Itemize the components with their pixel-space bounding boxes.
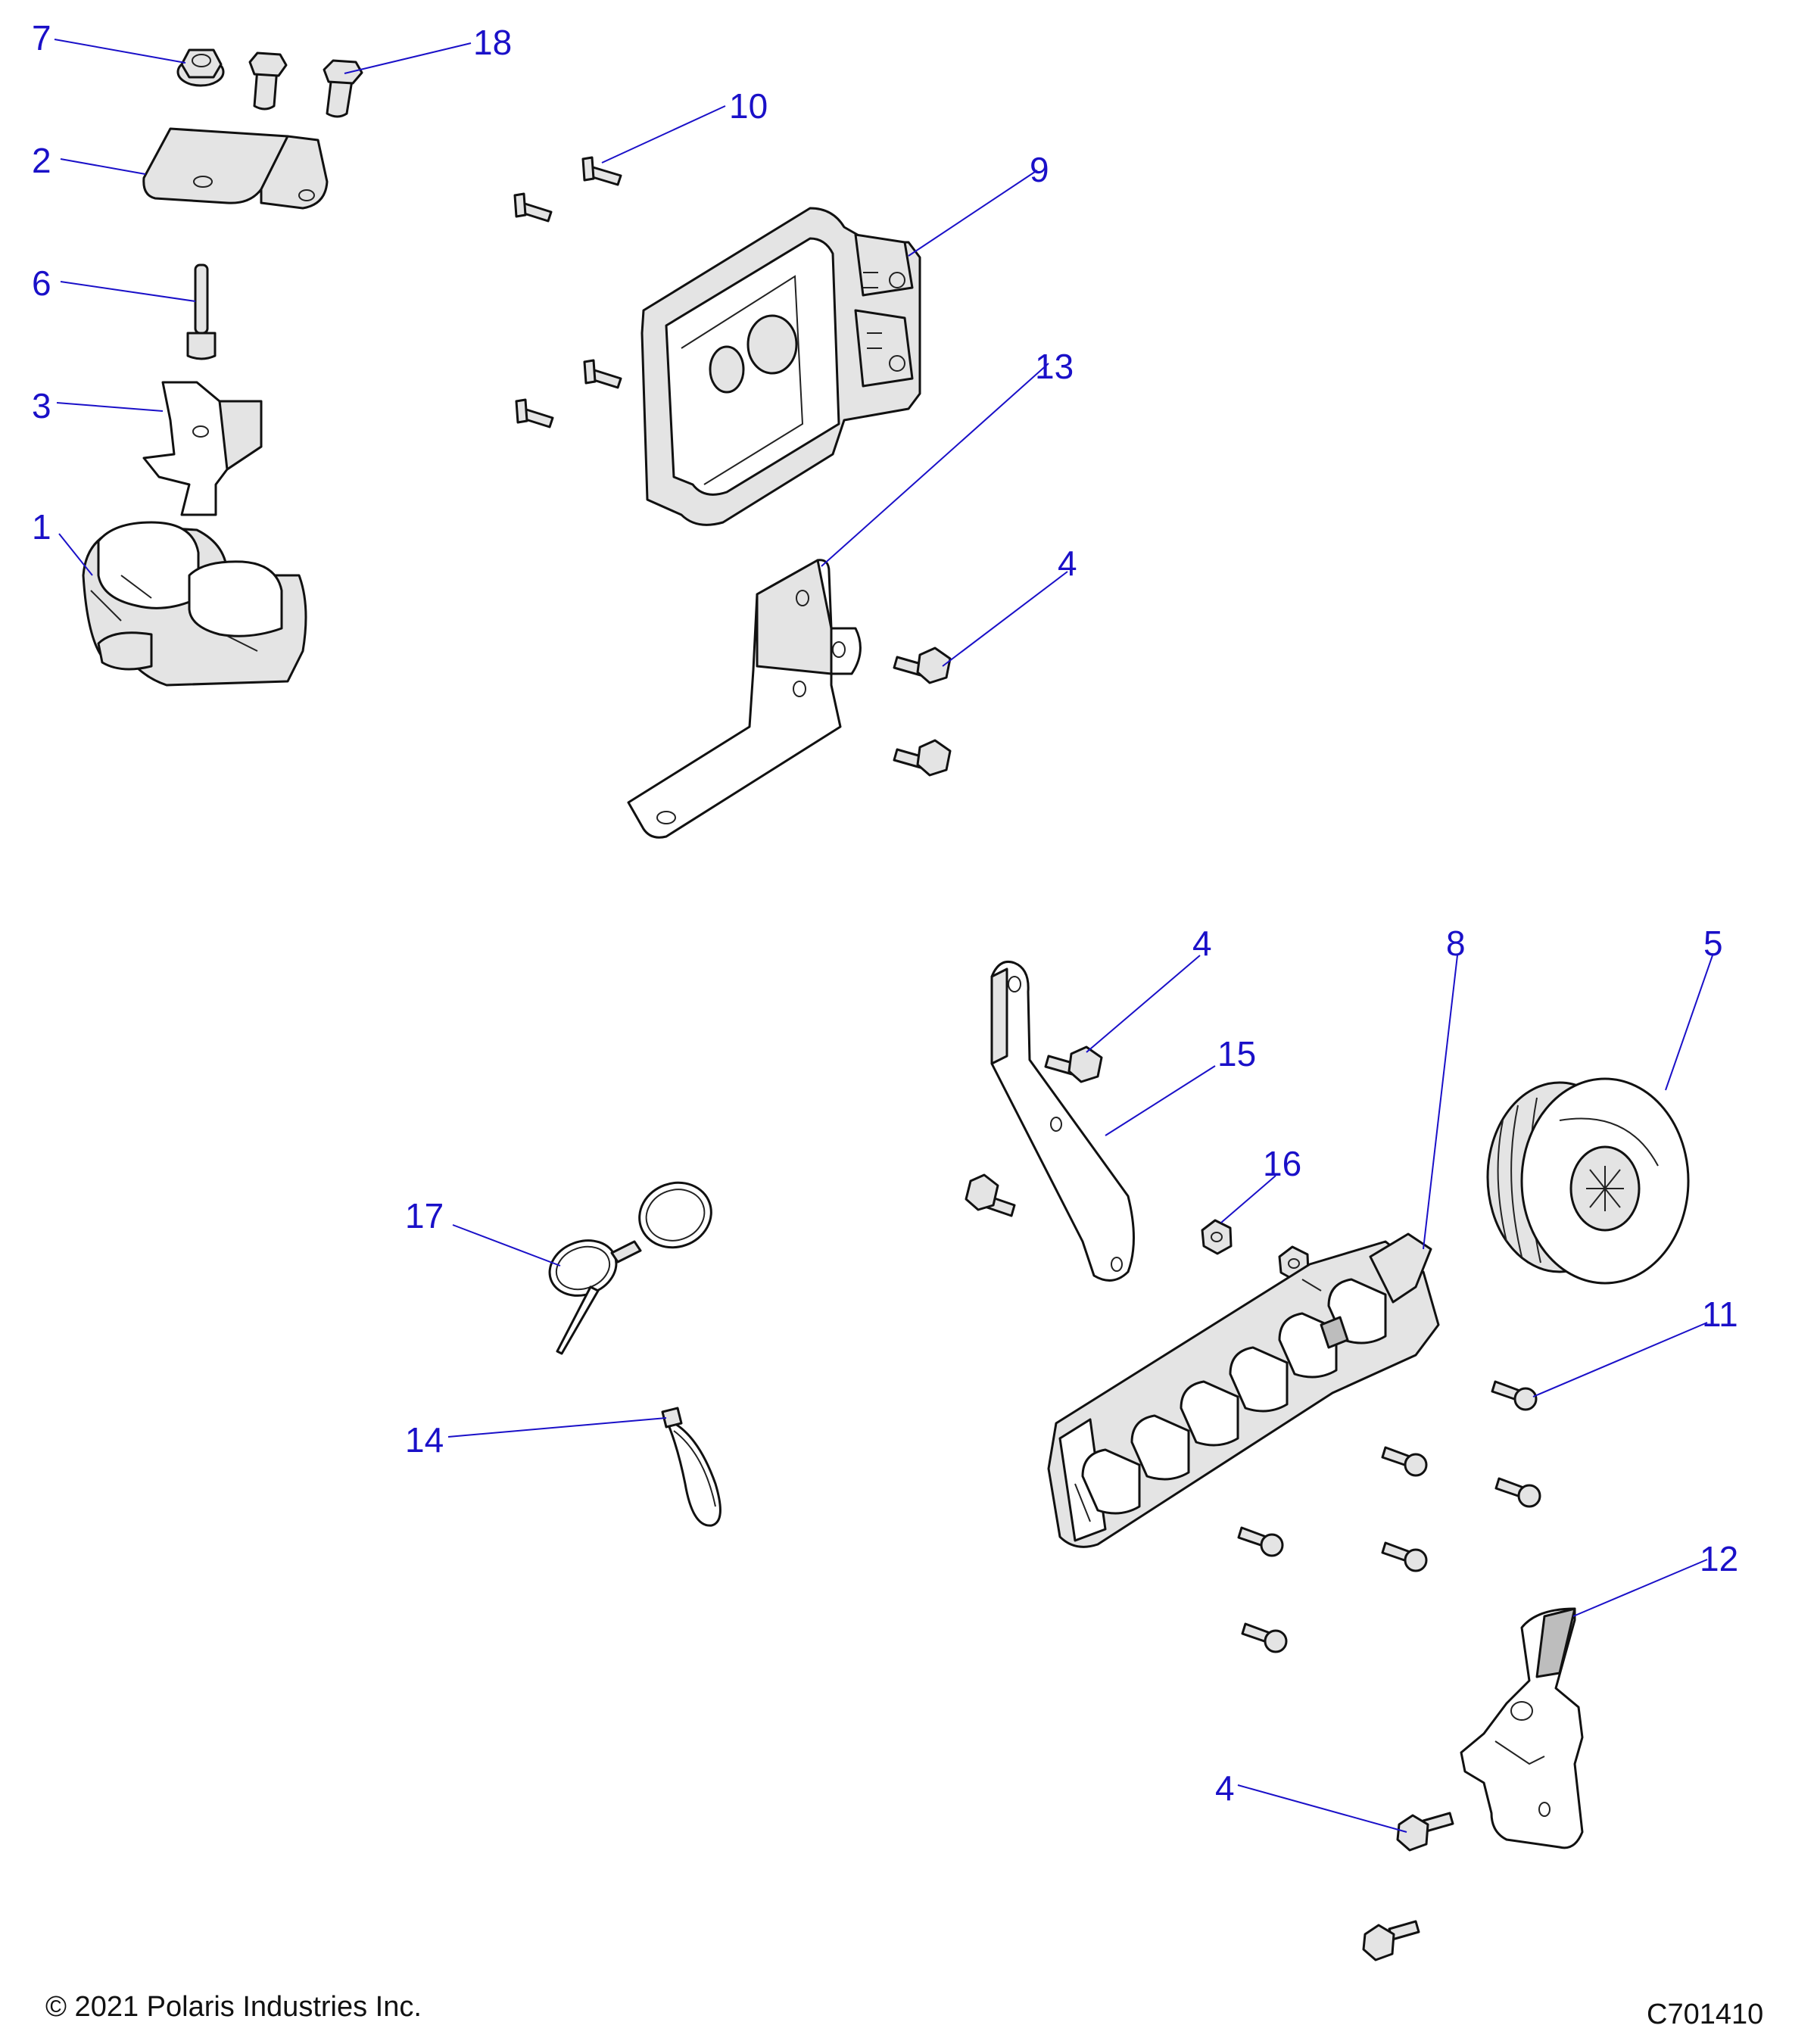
- part-4-bolt-d: [1396, 1812, 1454, 1852]
- part-16-nut-a: [1201, 1219, 1233, 1255]
- part-10-screws: [513, 156, 622, 428]
- part-4-bolt-a: [893, 647, 952, 684]
- part-15-strap-bracket: [990, 961, 1135, 1282]
- callout-4-lower: 4: [1215, 1768, 1235, 1808]
- callout-4-upper: 4: [1058, 544, 1077, 583]
- callout-6: 6: [32, 263, 51, 303]
- part-12-bracket: [1460, 1607, 1584, 1849]
- part-4-bolt-c: [1044, 1045, 1103, 1083]
- callout-11: 11: [1702, 1295, 1738, 1334]
- callout-9: 9: [1030, 150, 1049, 189]
- part-4-bolt-b: [893, 739, 952, 777]
- callout-3: 3: [32, 386, 51, 425]
- drawing-number: C701410: [1647, 1999, 1764, 2030]
- callout-13: 13: [1035, 347, 1074, 386]
- part-1-ignition-coil: [82, 521, 307, 687]
- callout-5: 5: [1703, 924, 1723, 963]
- part-15-bolt: [965, 1173, 1016, 1217]
- callout-4-middle: 4: [1192, 924, 1212, 963]
- callout-labels: 7 18 10 2 9 6 13 3 1 4 4 8 5 15 16 17 11…: [32, 18, 1738, 1808]
- part-3-clip-bracket: [142, 381, 263, 516]
- part-13-mount-bracket: [627, 559, 862, 839]
- callout-15: 15: [1217, 1034, 1256, 1073]
- callout-1: 1: [32, 507, 51, 547]
- part-14-cable-tie: [661, 1407, 722, 1527]
- part-8-relay-block: [1047, 1232, 1440, 1548]
- part-6-long-bolt: [186, 263, 217, 360]
- part-17-double-cable-tie: [548, 1181, 712, 1355]
- callout-2: 2: [32, 141, 51, 180]
- part-11-screws: [1237, 1380, 1541, 1653]
- callout-16: 16: [1263, 1144, 1301, 1183]
- callout-18: 18: [473, 23, 512, 62]
- callout-17: 17: [405, 1196, 444, 1235]
- part-5-grommet: [1486, 1077, 1690, 1285]
- part-4-bolt-e: [1362, 1920, 1420, 1961]
- callout-7: 7: [32, 18, 51, 58]
- callout-14: 14: [405, 1420, 444, 1460]
- part-9-ecu: [640, 207, 921, 526]
- part-7-flange-nut: [176, 48, 225, 87]
- callout-8: 8: [1446, 924, 1466, 963]
- part-18-bolt-a: [248, 51, 288, 111]
- part-18-bolt-b: [323, 59, 363, 118]
- callout-10: 10: [729, 86, 768, 126]
- leader-lines: [54, 39, 1713, 1833]
- callout-12: 12: [1700, 1539, 1738, 1578]
- copyright-notice: © 2021 Polaris Industries Inc.: [45, 1991, 422, 2023]
- part-2-bracket: [142, 127, 329, 210]
